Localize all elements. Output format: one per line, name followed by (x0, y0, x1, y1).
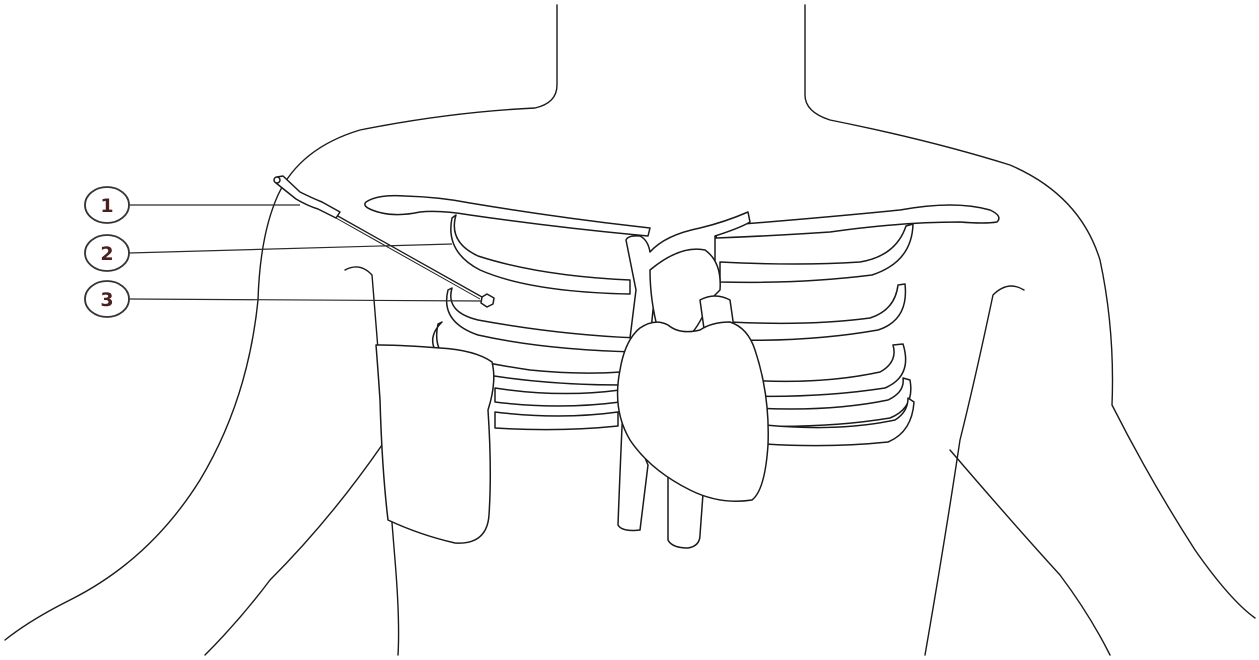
callout-2-label: 2 (100, 243, 113, 265)
rib-2-right (730, 284, 905, 340)
neck-right-outline (805, 5, 1255, 618)
right-arm-inner-outline (925, 286, 1024, 655)
rib-3-right (745, 344, 906, 396)
clavicle-left (365, 196, 650, 236)
leader-line-3 (129, 299, 482, 301)
leader-lines (129, 205, 482, 301)
callout-3-label: 3 (100, 289, 113, 311)
syringe-hub (276, 176, 340, 218)
needle-shaft-inner (336, 218, 480, 299)
syringe-tip-cap (274, 177, 280, 183)
callout-3: 3 (85, 281, 129, 317)
needle-tip-marker (481, 294, 494, 307)
callout-1-label: 1 (100, 195, 113, 217)
left-lung-shape (376, 345, 494, 543)
needle-shaft (336, 215, 482, 297)
rib-5 (495, 412, 618, 430)
leader-line-2 (129, 244, 452, 253)
rib-2 (447, 288, 638, 352)
clavicle-right (716, 205, 999, 238)
left-arm-outline (205, 445, 382, 655)
body-outline (5, 5, 1255, 655)
rib-4 (495, 388, 620, 406)
callout-1: 1 (85, 187, 129, 223)
right-arm-outline (950, 450, 1110, 655)
callout-2: 2 (85, 235, 129, 271)
